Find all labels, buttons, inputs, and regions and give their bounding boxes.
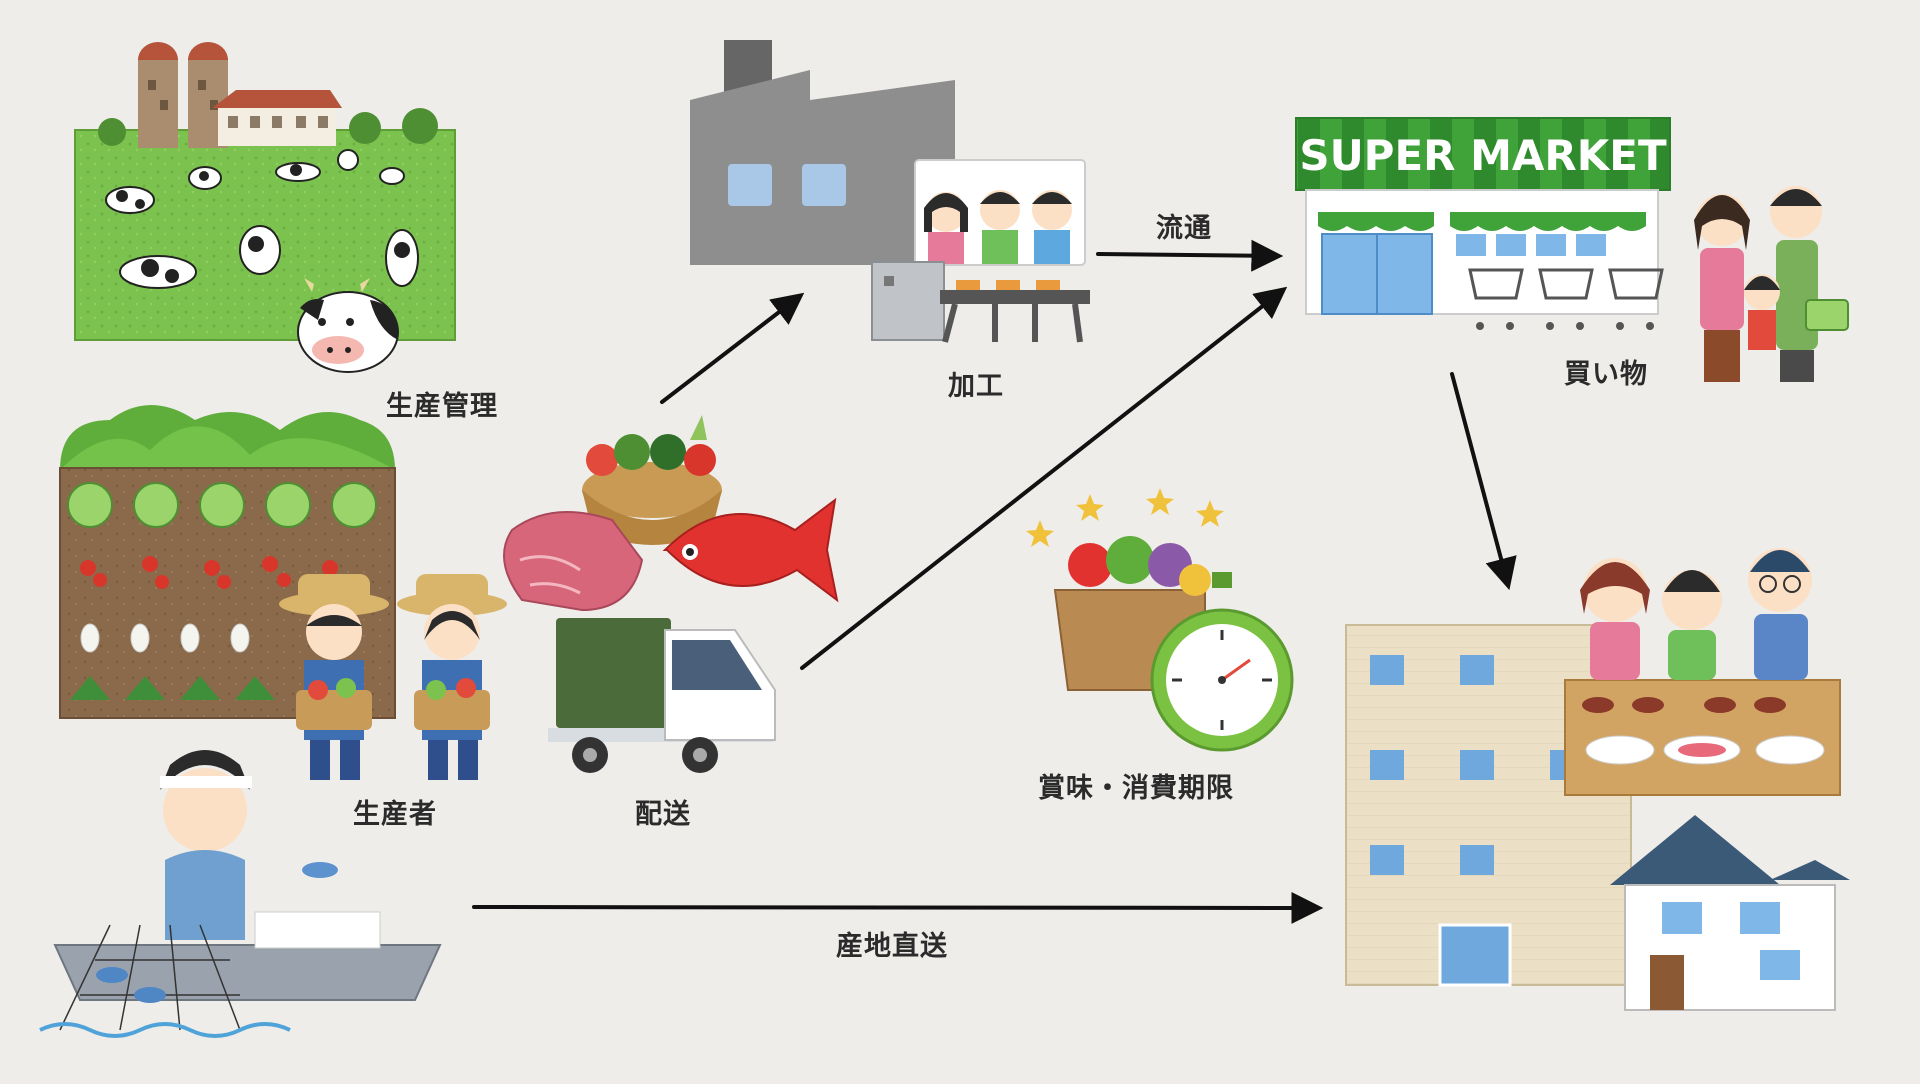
label-production-management: 生産管理 <box>386 391 498 422</box>
workers-icon <box>914 159 1086 266</box>
label-processing: 加工 <box>948 371 1004 402</box>
label-shopping: 買い物 <box>1564 359 1648 390</box>
label-expiration: 賞味・消費期限 <box>1038 773 1234 804</box>
dairy-farm-icon <box>74 42 456 373</box>
truck-icon <box>548 618 776 773</box>
label-direct-from-origin: 産地直送 <box>836 931 948 962</box>
supermarket-sign-text: SUPER MARKET <box>1299 131 1667 180</box>
label-producers: 生産者 <box>353 799 437 830</box>
arrow-distribution <box>1096 239 1284 272</box>
fisherman-icon <box>39 750 442 1038</box>
cow-face-icon <box>297 278 399 373</box>
arrow-to-processing <box>660 292 805 404</box>
house-icon <box>1610 815 1850 1011</box>
conveyor-icon <box>871 261 1090 343</box>
family-dining-icon <box>1564 548 1841 796</box>
stopwatch-icon <box>1150 572 1294 752</box>
red-fish-icon <box>662 497 839 603</box>
label-delivery: 配送 <box>635 799 691 830</box>
arrow-delivery-to-store <box>800 286 1288 670</box>
meat-icon <box>503 511 644 612</box>
factory-icon <box>690 40 955 265</box>
family-shopping-icon <box>1694 186 1849 382</box>
label-distribution: 流通 <box>1156 213 1212 244</box>
arrow-direct-from-origin <box>472 891 1324 924</box>
farmer-icon <box>397 574 507 780</box>
arrow-shopping-to-home <box>1450 372 1517 591</box>
farmer-icon <box>279 574 389 780</box>
supermarket-icon: SUPER MARKET <box>1295 117 1671 330</box>
